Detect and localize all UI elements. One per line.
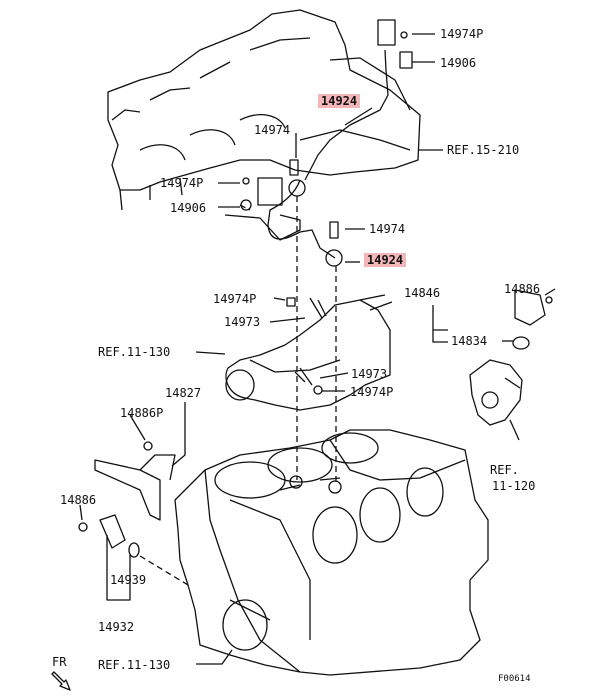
guide-lines [139, 196, 337, 586]
part-14974-b: 14974 [369, 222, 406, 236]
cam-position-sensor [469, 289, 553, 426]
engine-block-outline [174, 429, 489, 676]
part-14827: 14827 [165, 386, 202, 400]
part-14886-right: 14886 [504, 282, 541, 296]
part-14973-b: 14973 [351, 367, 388, 381]
front-arrow-icon [51, 671, 71, 691]
figure-code: F00614 [498, 674, 531, 684]
part-14886-left: 14886 [60, 493, 97, 507]
part-14973-a: 14973 [224, 315, 261, 329]
ref-11-120-a: REF. [490, 463, 519, 477]
ref-15-210: REF.15-210 [447, 143, 520, 157]
part-14924-top: 14924 [318, 94, 361, 108]
ref-11-120-b: 11-120 [492, 479, 536, 493]
part-14974P-top: 14974P [440, 27, 484, 41]
crank-sensor-bracket [78, 441, 176, 558]
part-14834: 14834 [451, 334, 488, 348]
small-parts [240, 31, 413, 395]
part-14974P-mid: 14974P [213, 292, 257, 306]
ref-11-130-b: REF.11-130 [98, 658, 171, 672]
water-outlet-housing [225, 294, 393, 411]
part-14939: 14939 [110, 573, 147, 587]
leader-lines [79, 33, 556, 665]
part-14974P-b: 14974P [350, 385, 394, 399]
part-14886P: 14886P [120, 406, 164, 420]
part-14932: 14932 [98, 620, 135, 634]
part-14906-top: 14906 [440, 56, 477, 70]
part-14974-a: 14974 [254, 123, 291, 137]
ref-11-130-a: REF.11-130 [98, 345, 171, 359]
part-14846: 14846 [404, 286, 441, 300]
part-14906-left: 14906 [170, 201, 207, 215]
part-14974P-left: 14974P [160, 176, 204, 190]
fr-label: FR [52, 655, 67, 669]
part-14924-mid: 14924 [364, 253, 407, 267]
engine-cover-outline [107, 9, 421, 211]
